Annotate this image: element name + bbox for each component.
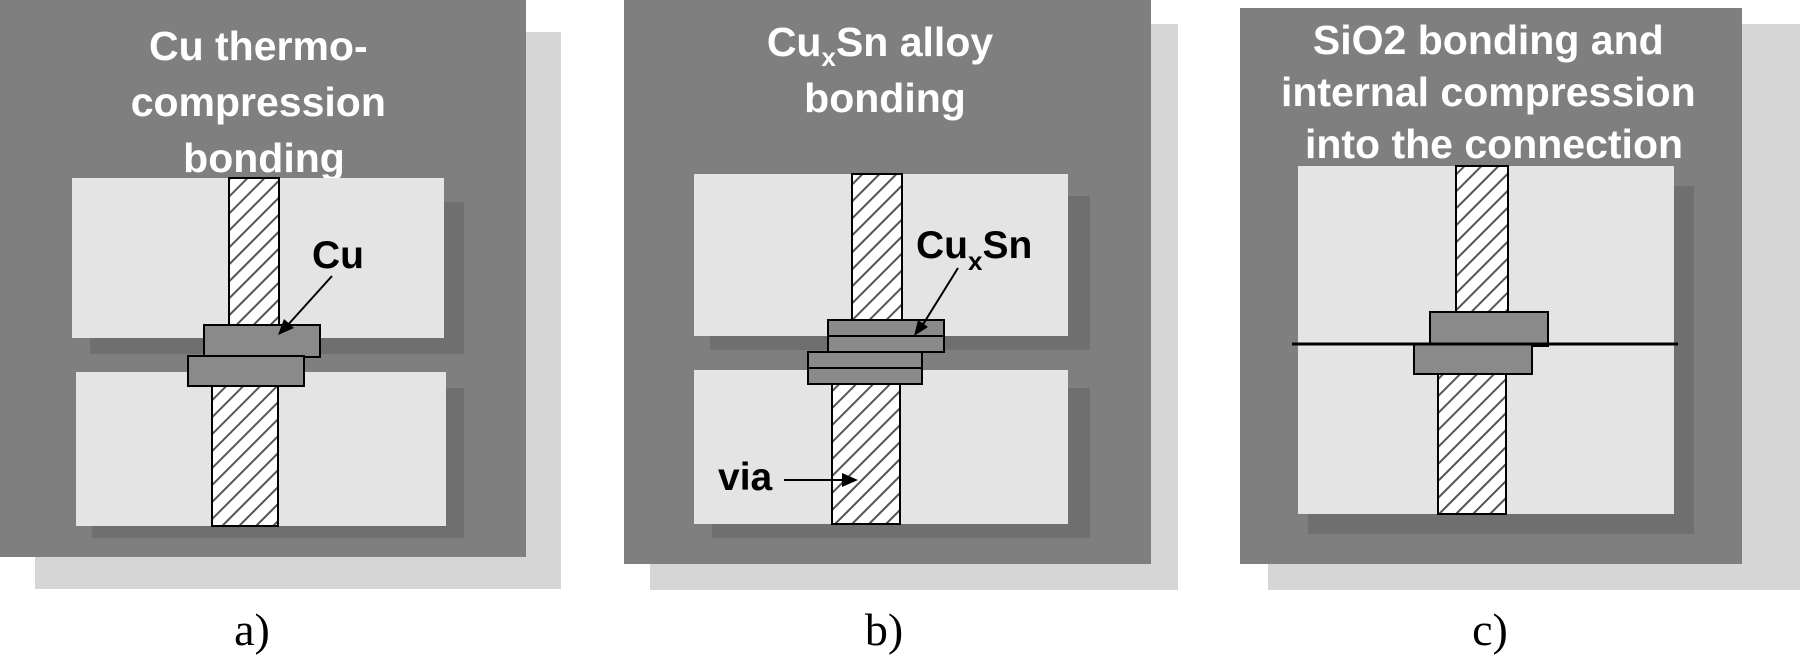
panel-b-via-label: via [718, 456, 773, 499]
caption-a: a) [234, 604, 270, 655]
panel-c-title-line-3: into the connection [1305, 121, 1683, 167]
panel-a-title: Cu thermo- compression bonding [131, 23, 398, 181]
panel-c-title: SiO2 bonding and internal compression in… [1281, 17, 1707, 167]
panel-b-top-via [851, 173, 903, 323]
panel-a-cu-arrowhead [278, 319, 294, 335]
panel-c-top-pad [1429, 311, 1549, 347]
panel-a-bottom-via [211, 381, 279, 527]
panel-b-bottom-via [831, 379, 901, 525]
panel-c-title-line-1: SiO2 bonding and [1313, 17, 1664, 63]
panel-c-title-line-2: internal compression [1281, 69, 1696, 115]
panel-a: Cu thermo- compression bonding Cu [0, 0, 561, 589]
panel-b-via-arrowhead [842, 473, 858, 487]
panel-b-bottom-pad-lower [807, 367, 923, 385]
panel-b-cuxsn-label: CuxSn [916, 224, 1032, 276]
panel-a-top-cu-pad [203, 324, 321, 358]
panel-b-label-cu: Cu [916, 224, 968, 267]
caption-c: c) [1472, 604, 1508, 655]
panel-a-title-line-2: compression [131, 79, 386, 125]
panel-c-bottom-pad [1413, 343, 1533, 375]
panel-b-title-subscript: x [821, 42, 836, 72]
panel-b-title-cu: Cu [767, 19, 822, 65]
panel-a-title-line-1: Cu thermo- [149, 23, 368, 69]
panel-b-top-pad-upper [827, 319, 945, 337]
panel-a-top-via [228, 177, 280, 327]
panel-b-title-line-2: bonding [804, 75, 966, 121]
panel-a-title-line-3: bonding [183, 135, 345, 181]
panel-b-title-rest: Sn alloy [836, 19, 993, 65]
panel-c-bottom-via [1437, 371, 1507, 515]
panel-b-cuxsn-arrowhead [914, 320, 928, 336]
panel-a-cu-label: Cu [312, 234, 364, 277]
caption-b: b) [865, 604, 903, 655]
panel-b: CuxSn alloy bonding CuxSn via [624, 0, 1178, 590]
panel-a-bottom-cu-pad [187, 355, 305, 387]
panel-b-bottom-pad-upper [807, 351, 923, 369]
panel-b-cuxsn-arrow [921, 267, 959, 327]
panel-b-label-sn: Sn [982, 224, 1032, 267]
panel-b-top-pad-lower [827, 335, 945, 353]
panel-b-label-subscript: x [968, 246, 983, 276]
panel-c-top-via [1455, 165, 1509, 313]
panel-c: SiO2 bonding and internal compression in… [1240, 8, 1800, 590]
panel-a-cu-arrow [285, 275, 333, 328]
panel-b-title-line-1: CuxSn alloy [767, 19, 994, 72]
